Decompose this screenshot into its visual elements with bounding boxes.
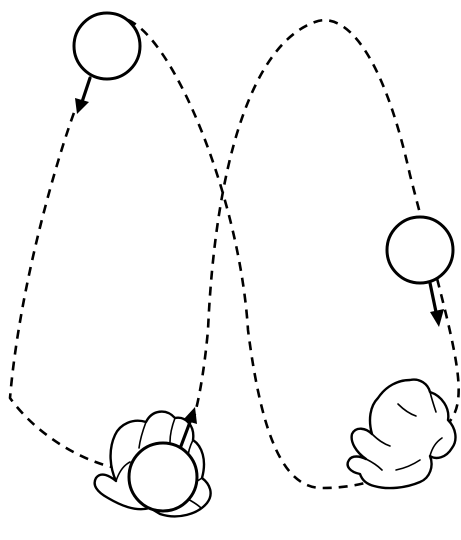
ball-left-hand: [129, 443, 197, 511]
arrow-ball-right-direction: [430, 283, 444, 327]
arrow-head-right: [430, 309, 444, 327]
right-hand-outline: [348, 380, 456, 488]
arrow-shaft-right: [430, 283, 436, 312]
arrow-shaft-top-left: [82, 78, 90, 102]
ball-right: [387, 217, 453, 283]
arrow-ball-top-left-direction: [75, 78, 90, 114]
right-hand: [348, 380, 456, 488]
arrow-head-top-left: [75, 98, 89, 114]
ball-top-left: [74, 13, 140, 79]
